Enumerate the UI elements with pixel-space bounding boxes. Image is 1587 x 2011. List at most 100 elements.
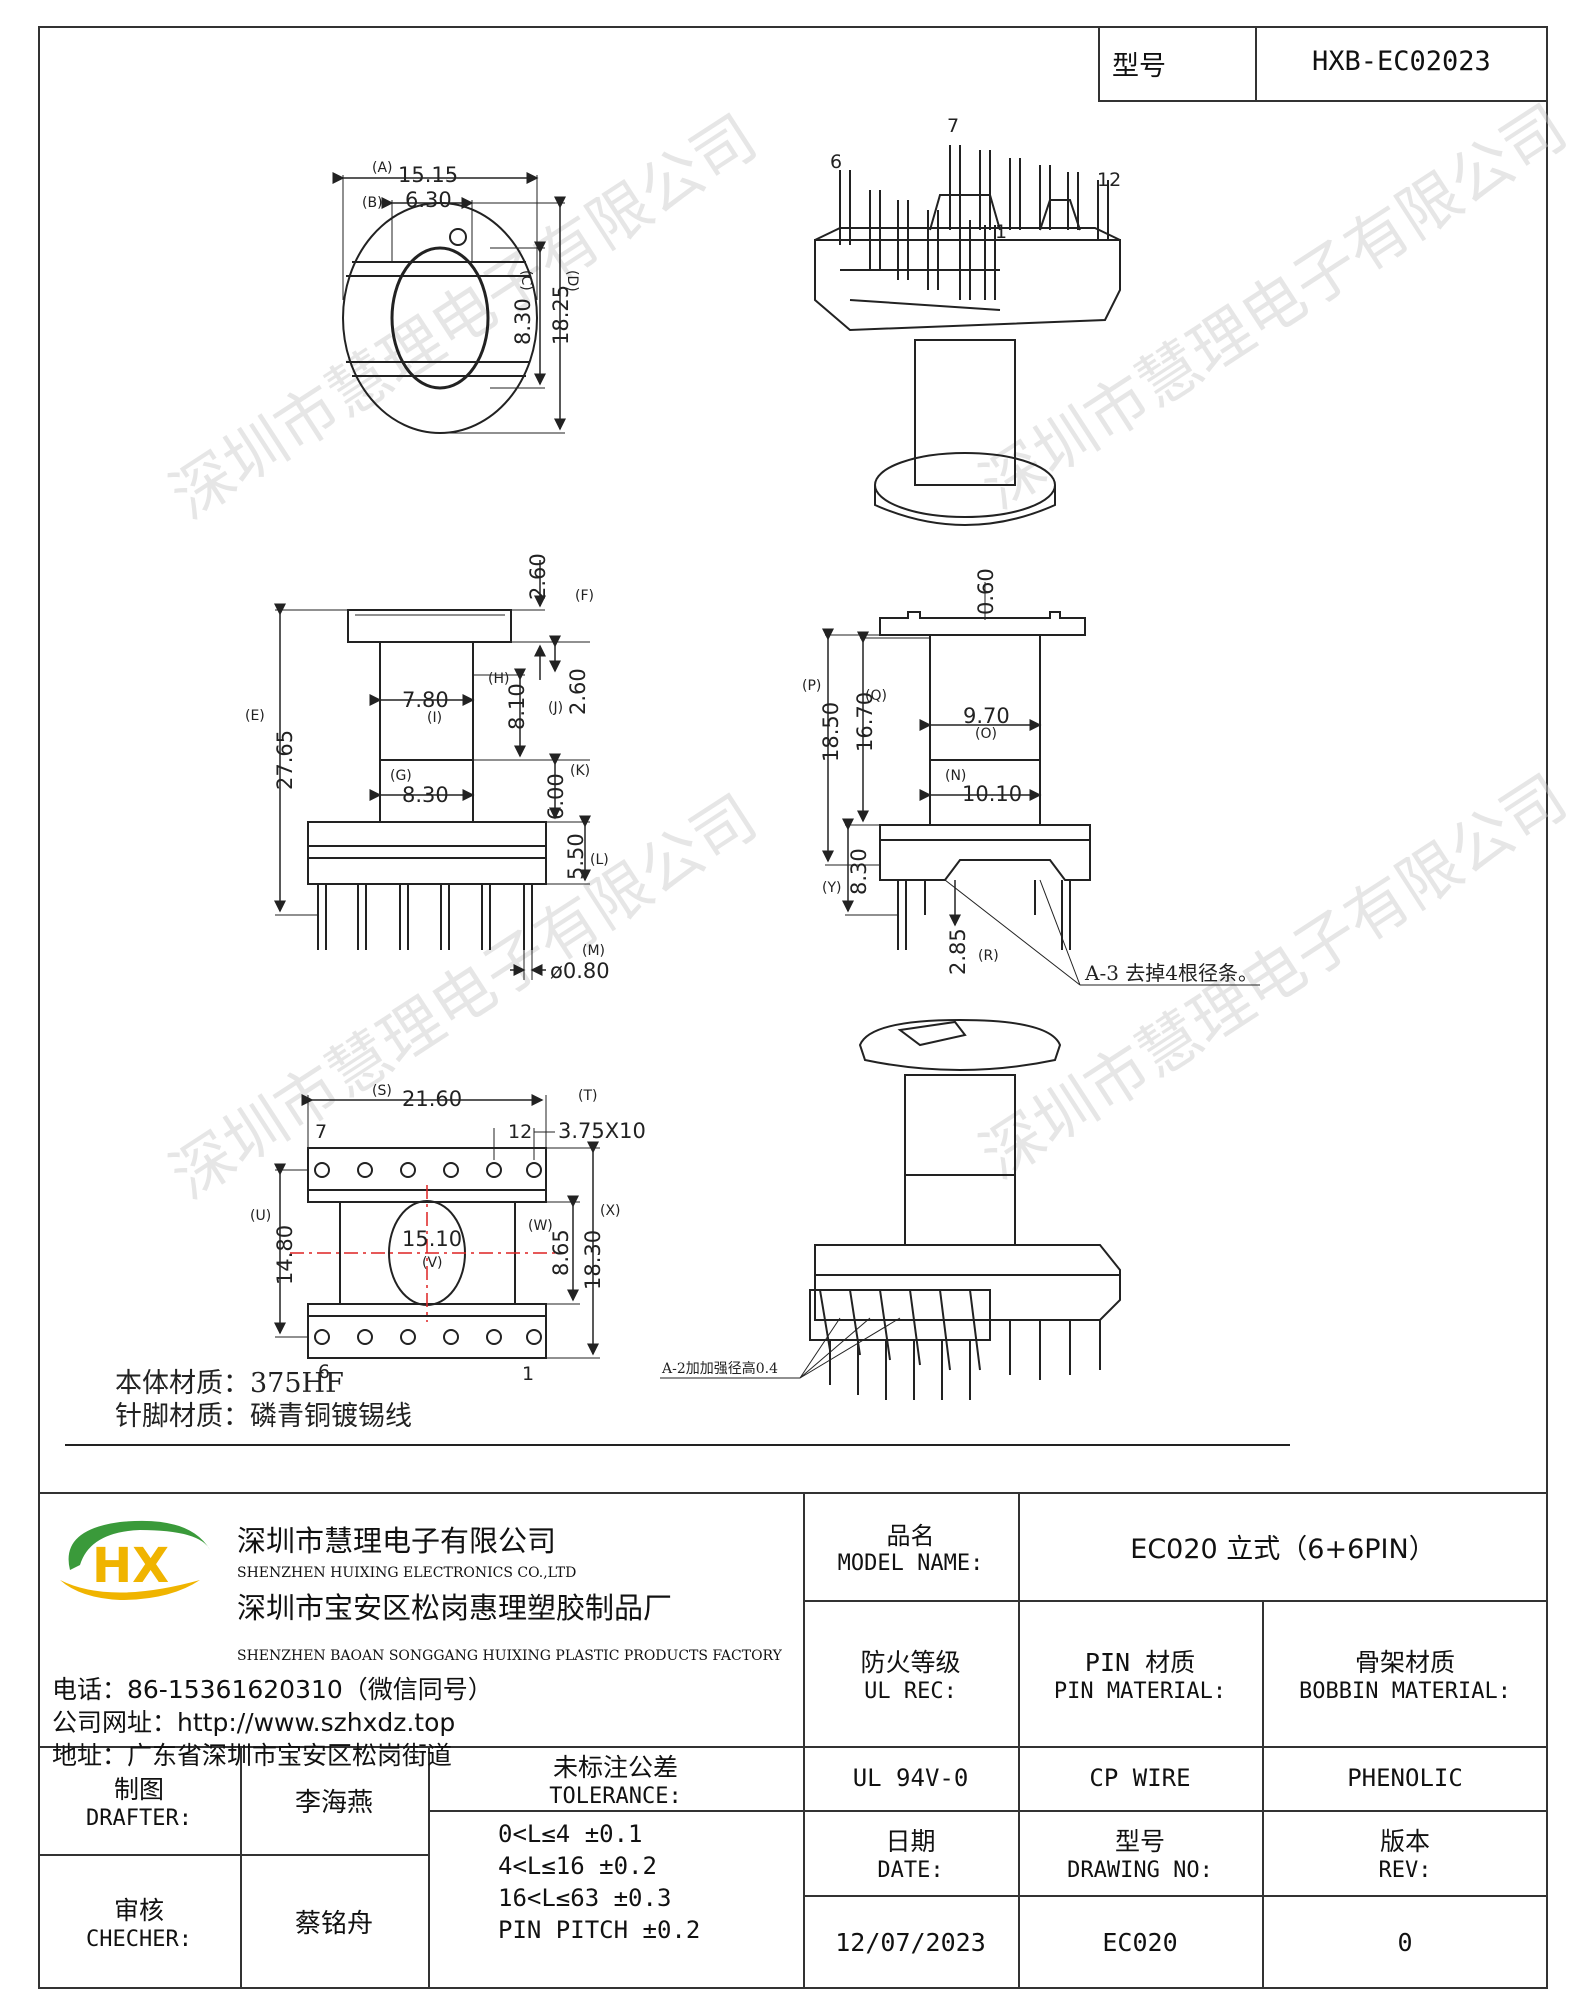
iso-bottom-note: A-2加加强径高0.4	[661, 1360, 778, 1377]
model-name-value: EC020 立式（6+6PIN）	[1130, 1533, 1436, 1565]
header-divider	[1255, 26, 1257, 102]
drawing-no-label-cn: 型号	[1114, 1827, 1165, 1856]
rev-label: 版本 REV:	[1262, 1810, 1548, 1895]
factory-name-en: SHENZHEN BAOAN SONGGANG HUIXING PLASTIC …	[237, 1648, 782, 1664]
dim-label: 2.60	[566, 668, 590, 715]
dim-label: 8.30	[847, 848, 871, 895]
dim-label: 21.60	[402, 1087, 462, 1111]
dim-tag: (G)	[390, 768, 412, 784]
model-name-label-en: MODEL NAME:	[837, 1551, 984, 1576]
pin-number: 12	[508, 1121, 532, 1143]
dim-tag: (E)	[245, 708, 265, 724]
dim-label: 8.65	[549, 1229, 573, 1276]
company-name-cn: 深圳市慧理电子有限公司	[237, 1524, 557, 1558]
date-label: 日期 DATE:	[803, 1810, 1018, 1895]
pin-number: 1	[522, 1363, 534, 1385]
ul-rec-label-en: UL REC:	[864, 1678, 957, 1704]
checker-name: 蔡铭舟	[294, 1909, 373, 1939]
bobbin-material-label-en: BOBBIN MATERIAL:	[1299, 1678, 1511, 1704]
title-row-line	[803, 1895, 1548, 1897]
date-label-en: DATE:	[877, 1858, 944, 1883]
dim-tag: (C)	[518, 270, 534, 291]
dim-tag: (J)	[548, 700, 563, 716]
ul-rec-label-cn: 防火等级	[860, 1647, 961, 1677]
pin-material-value: CP WIRE	[1089, 1764, 1191, 1792]
company-website: 公司网址：http://www.szhxdz.top	[52, 1708, 456, 1737]
dim-tag: (F)	[575, 588, 594, 604]
pin-number: 6	[830, 151, 842, 173]
dim-label: 10.10	[962, 782, 1022, 806]
tolerance-label: 未标注公差 TOLERANCE:	[428, 1746, 803, 1810]
dim-label: 15.10	[402, 1227, 462, 1251]
tolerance-line: 0<L≤4 ±0.1	[498, 1820, 643, 1848]
dim-label: 18.25	[549, 285, 573, 345]
dim-label: 9.70	[963, 704, 1010, 728]
dim-tag: (H)	[488, 671, 509, 687]
drawing-frame	[38, 26, 1548, 1989]
title-row-line	[803, 1600, 1548, 1602]
dim-tag: (Q)	[865, 688, 887, 704]
company-name-en: SHENZHEN HUIXING ELECTRONICS CO.,LTD	[237, 1565, 577, 1581]
dim-label: 3.75X10	[558, 1119, 646, 1143]
dim-tag: (O)	[975, 726, 997, 742]
date-value: 12/07/2023	[835, 1927, 986, 1957]
checker-label: 审核 CHECHER:	[38, 1854, 240, 1989]
dim-label: 18.30	[581, 1230, 605, 1290]
pin-material-label-en: PIN MATERIAL:	[1053, 1678, 1227, 1704]
top-view	[332, 172, 566, 434]
pin-material: 针脚材质：磷青铜镀锡线	[115, 1401, 412, 1432]
title-row-line	[428, 1810, 1548, 1812]
title-divider	[1262, 1600, 1264, 1989]
tolerance-line: 4<L≤16 ±0.2	[498, 1852, 657, 1880]
dim-label: ø0.80	[550, 959, 610, 983]
ul-rec-label: 防火等级 UL REC:	[803, 1600, 1018, 1746]
dim-tag: (L)	[590, 852, 609, 868]
dim-label: 7.80	[402, 688, 449, 712]
date-label-cn: 日期	[885, 1827, 936, 1856]
iso-view-top	[814, 145, 1121, 526]
dim-tag: (V)	[422, 1255, 443, 1271]
pin-material-label-cn: PIN 材质	[1084, 1647, 1196, 1677]
dim-tag: (S)	[372, 1083, 392, 1099]
dim-label: 2.60	[526, 553, 550, 600]
drawing-no-label-en: DRAWING NO:	[1067, 1858, 1213, 1883]
factory-name-cn: 深圳市宝安区松岗惠理塑胶制品厂	[237, 1591, 673, 1625]
tolerance-label-cn: 未标注公差	[552, 1752, 678, 1782]
pin-material-label: PIN 材质 PIN MATERIAL:	[1018, 1600, 1262, 1746]
dim-tag: (M)	[582, 943, 605, 959]
tolerance-line: PIN PITCH ±0.2	[498, 1916, 701, 1944]
drafter-label: 制图 DRAFTER:	[38, 1746, 240, 1854]
dim-tag: (T)	[578, 1088, 597, 1104]
dim-tag: (I)	[427, 710, 442, 726]
title-divider	[1018, 1492, 1020, 1989]
bobbin-material-label: 骨架材质 BOBBIN MATERIAL:	[1262, 1600, 1548, 1746]
tolerance-list: 0<L≤4 ±0.1 4<L≤16 ±0.2 16<L≤63 ±0.3 PIN …	[498, 1818, 700, 1946]
model-name-label-cn: 品名	[886, 1522, 935, 1550]
side-view	[822, 582, 1260, 986]
dim-label: 8.30	[511, 298, 535, 345]
model-name-label: 品名 MODEL NAME:	[803, 1492, 1018, 1600]
dim-tag: (D)	[564, 270, 580, 292]
dim-tag: (A)	[372, 160, 393, 176]
body-material: 本体材质：375HF	[115, 1368, 344, 1399]
dim-label: 0.60	[974, 568, 998, 615]
title-block-top	[38, 1492, 1548, 1494]
front-view	[274, 560, 591, 980]
model-label: 型号	[1112, 51, 1166, 82]
dim-tag: (Y)	[822, 880, 841, 896]
dim-label: 8.10	[505, 683, 529, 730]
dim-tag: (N)	[945, 768, 966, 784]
dim-tag: (U)	[250, 1208, 271, 1224]
header-bottom-line	[1098, 100, 1548, 102]
rev-label-en: REV:	[1378, 1858, 1432, 1883]
drafter-label-en: DRAFTER:	[86, 1805, 192, 1831]
title-divider	[428, 1746, 430, 1989]
pin-number: 12	[1097, 169, 1121, 191]
dim-tag: (K)	[570, 763, 590, 779]
title-row-line	[38, 1854, 428, 1856]
company-phone: 电话：86-15361620310（微信同号）	[52, 1675, 493, 1704]
drafter-label-cn: 制图	[113, 1774, 164, 1804]
drafter-name: 李海燕	[294, 1787, 373, 1818]
logo-text: HX	[92, 1538, 169, 1594]
